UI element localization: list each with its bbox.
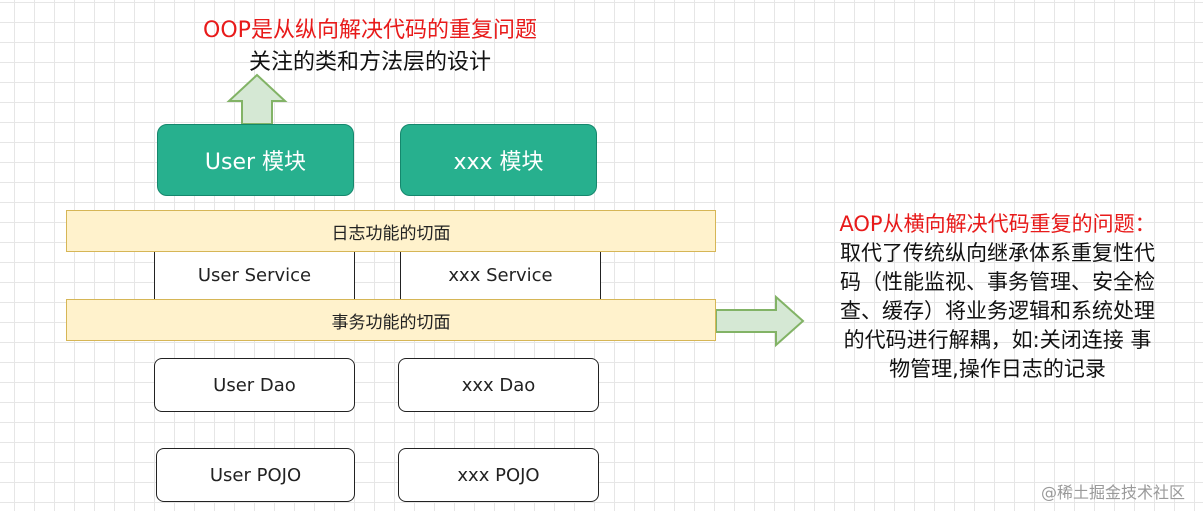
pojo-box-user[interactable]: User POJO [156, 448, 355, 502]
service-label: User Service [197, 264, 312, 286]
module-box-xxx[interactable]: xxx 模块 [400, 124, 597, 196]
module-box-user[interactable]: User 模块 [157, 124, 354, 196]
aop-line: 查、缓存）将业务逻辑和系统处理 [840, 299, 1155, 323]
logging-aspect-label: 日志功能的切面 [331, 223, 451, 244]
transaction-aspect-bar[interactable]: 事务功能的切面 [66, 299, 716, 341]
dao-box-user[interactable]: User Dao [154, 358, 355, 412]
watermark: @稀土掘金技术社区 [1040, 483, 1185, 502]
oop-title: OOP是从纵向解决代码的重复问题 [203, 18, 537, 43]
aop-line: 取代了传统纵向继承体系重复性代 [840, 241, 1155, 265]
dao-label: xxx Dao [461, 374, 536, 396]
oop-subtitle: 关注的类和方法层的设计 [248, 50, 491, 75]
aop-description: AOP从横向解决代码重复的问题： 取代了传统纵向继承体系重复性代 码（性能监视、… [800, 210, 1195, 384]
aop-line: 的代码进行解耦，如:关闭连接 事 [843, 328, 1152, 352]
module-label: xxx 模块 [453, 150, 544, 175]
module-label: User 模块 [204, 150, 307, 175]
pojo-box-xxx[interactable]: xxx POJO [398, 448, 599, 502]
pojo-label: xxx POJO [457, 464, 540, 486]
dao-box-xxx[interactable]: xxx Dao [398, 358, 599, 412]
pojo-label: User POJO [209, 464, 302, 486]
aop-line: 物管理,操作日志的记录 [889, 357, 1106, 381]
dao-label: User Dao [213, 374, 296, 396]
service-box-xxx[interactable]: xxx Service [400, 251, 601, 299]
aop-right-arrow [715, 294, 805, 348]
service-box-user[interactable]: User Service [154, 251, 355, 299]
logging-aspect-bar[interactable]: 日志功能的切面 [66, 210, 716, 252]
aop-line: 码（性能监视、事务管理、安全检 [840, 270, 1155, 294]
service-label: xxx Service [448, 264, 553, 286]
oop-up-arrow [226, 73, 288, 125]
transaction-aspect-label: 事务功能的切面 [331, 312, 451, 333]
aop-title: AOP从横向解决代码重复的问题： [839, 212, 1156, 236]
